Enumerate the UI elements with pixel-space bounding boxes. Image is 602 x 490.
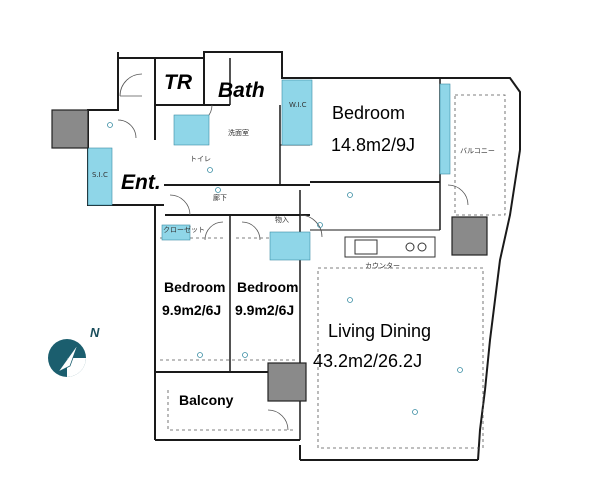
- bedroom-b-size: 9.9m2/6J: [235, 302, 295, 318]
- balcony-jp-label: バルコニー: [460, 147, 495, 155]
- bedroom-a-size: 9.9m2/6J: [162, 302, 222, 318]
- entrance-label: Ent.: [121, 171, 161, 194]
- storage-label: 物入: [275, 216, 289, 224]
- light-dots: [107, 122, 463, 415]
- balcony-fixture: [439, 83, 451, 175]
- living-label: Living Dining: [328, 321, 432, 341]
- north-label: N: [90, 325, 100, 340]
- corridor-label: 廊下: [213, 194, 227, 202]
- wic-label: W.I.C: [289, 101, 307, 109]
- pillar-left: [51, 109, 89, 149]
- bath-label: Bath: [218, 79, 265, 102]
- bedroom-main-label: Bedroom: [332, 103, 406, 123]
- bedroom-b-label: Bedroom: [237, 279, 299, 295]
- balcony-label: Balcony: [179, 392, 234, 408]
- washroom-fixture: [173, 114, 210, 146]
- closet-fixture: [161, 224, 191, 241]
- sic-fixture: [87, 147, 113, 206]
- kitchen-counter: [344, 236, 436, 258]
- counter-label: カウンター: [365, 262, 400, 270]
- compass-icon: [48, 339, 86, 377]
- sic-label: S.I.C: [92, 171, 108, 179]
- pillar-bottom: [267, 362, 307, 402]
- tr-label: TR: [164, 71, 192, 94]
- closet-label: クローゼット: [163, 226, 205, 234]
- storage-fixture: [269, 231, 311, 261]
- toilet-label: トイレ: [190, 155, 211, 163]
- washroom-label: 洗面室: [228, 129, 249, 137]
- bedroom-a-label: Bedroom: [164, 279, 226, 295]
- fixtures: [87, 79, 451, 261]
- bedroom-main-size: 14.8m2/9J: [331, 135, 416, 155]
- living-size: 43.2m2/26.2J: [313, 351, 423, 371]
- pillars: [51, 109, 488, 402]
- pillar-right: [451, 216, 488, 256]
- wic-fixture: [281, 79, 313, 146]
